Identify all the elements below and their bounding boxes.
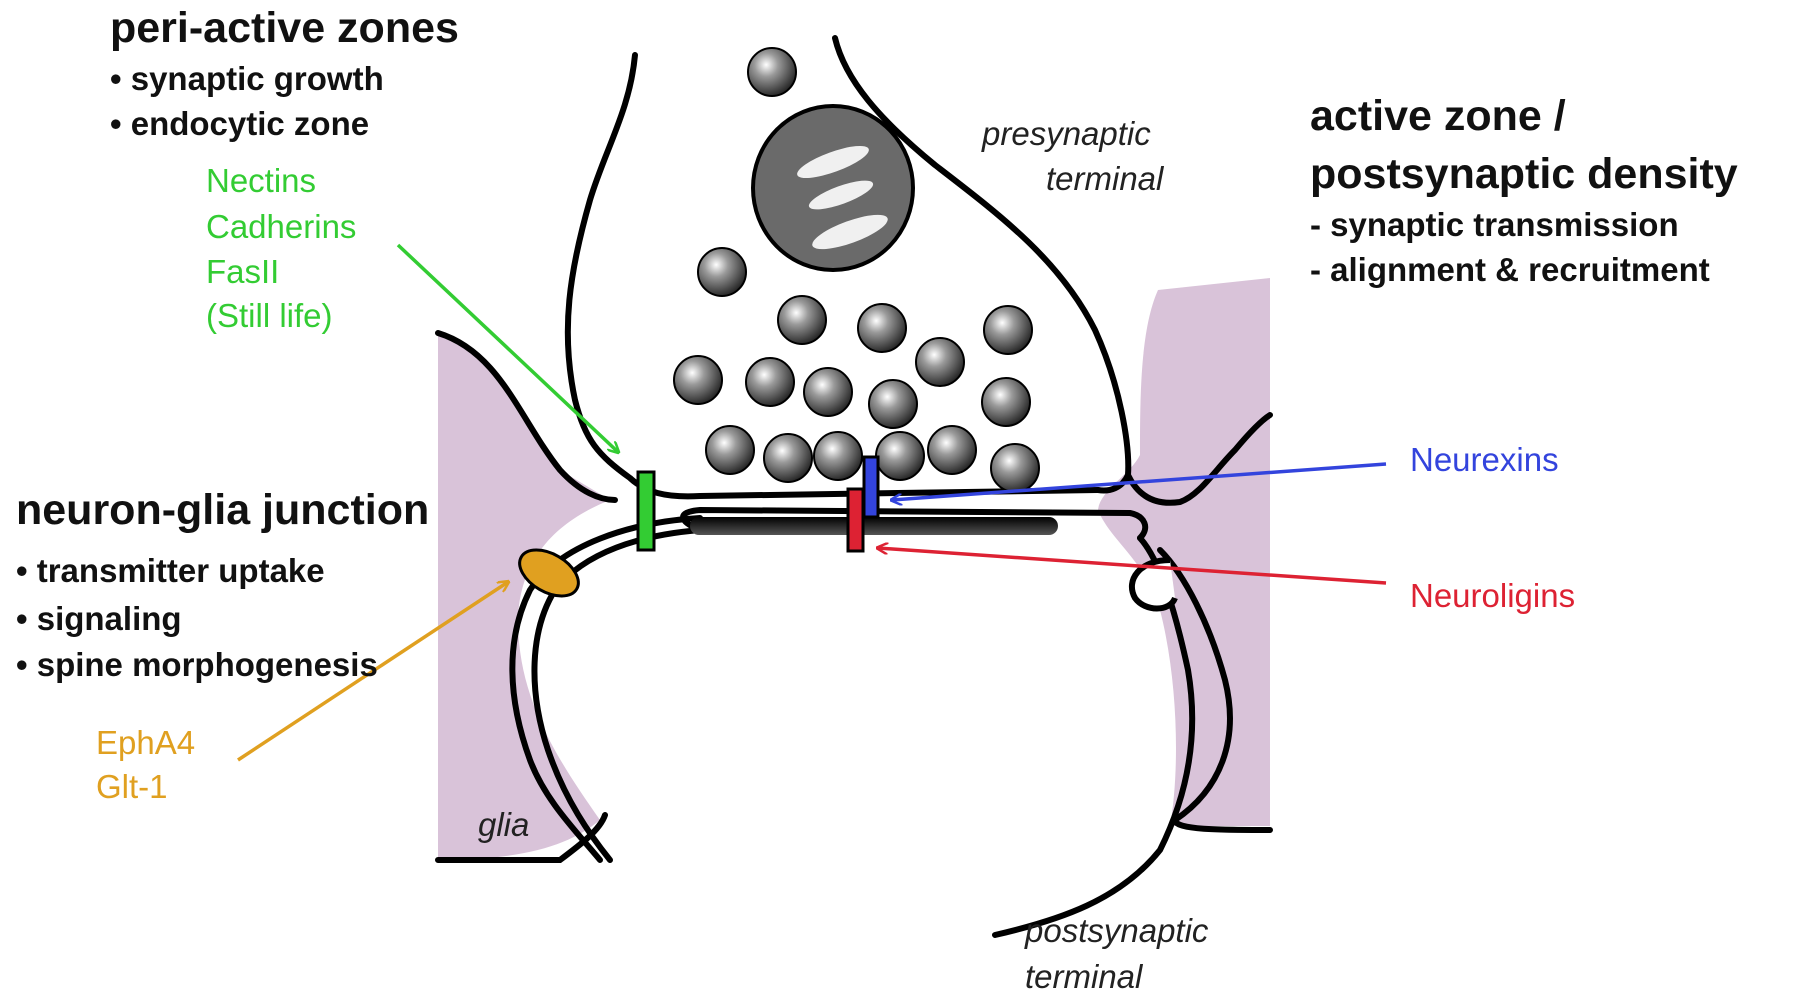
- vesicle: [814, 432, 862, 480]
- neuron-glia-title: neuron-glia junction: [16, 486, 429, 534]
- vesicle: [674, 356, 722, 404]
- orange-label: Glt-1: [96, 768, 168, 805]
- periactive-item: • synaptic growth: [110, 60, 384, 97]
- active-zone-title: postsynaptic density: [1310, 150, 1738, 198]
- presynaptic-label: terminal: [1046, 160, 1165, 197]
- vesicle: [698, 248, 746, 296]
- green-label: Cadherins: [206, 208, 356, 245]
- green-label: FasII: [206, 253, 279, 290]
- vesicle: [804, 368, 852, 416]
- active-zone-item: - synaptic transmission: [1310, 206, 1679, 243]
- periactive-title: peri-active zones: [110, 4, 459, 52]
- neuron-glia-item: • transmitter uptake: [16, 552, 325, 589]
- orange-label: EphA4: [96, 724, 195, 761]
- vesicle: [869, 380, 917, 428]
- green-label: Nectins: [206, 162, 316, 199]
- neuron-glia-item: • spine morphogenesis: [16, 646, 378, 683]
- vesicle: [746, 358, 794, 406]
- postsynaptic-label: postsynaptic: [1024, 912, 1209, 949]
- mitochondrion: [753, 106, 913, 270]
- postsynaptic-density: [690, 517, 1058, 535]
- postsynaptic-label: terminal: [1025, 958, 1144, 993]
- vesicle: [748, 48, 796, 96]
- vesicle: [876, 432, 924, 480]
- active-zone-title: active zone /: [1310, 92, 1566, 140]
- green-label: (Still life): [206, 297, 333, 334]
- glia-right: [1098, 278, 1270, 826]
- active-zone-item: - alignment & recruitment: [1310, 251, 1710, 288]
- neurexins-label: Neurexins: [1410, 441, 1559, 478]
- vesicle: [982, 378, 1030, 426]
- green-adhesion-molecule: [638, 472, 654, 550]
- glia-label: glia: [478, 806, 529, 843]
- vesicle: [928, 426, 976, 474]
- vesicle: [984, 306, 1032, 354]
- vesicle: [858, 304, 906, 352]
- periactive-item: • endocytic zone: [110, 105, 369, 142]
- neuroligin-molecule: [848, 489, 863, 551]
- vesicle: [778, 296, 826, 344]
- neurexin-molecule: [864, 457, 878, 517]
- neuroligins-label: Neuroligins: [1410, 577, 1575, 614]
- vesicle: [706, 426, 754, 474]
- presynaptic-label: presynaptic: [981, 115, 1151, 152]
- vesicle: [764, 434, 812, 482]
- neuron-glia-item: • signaling: [16, 600, 182, 637]
- vesicle: [916, 338, 964, 386]
- vesicle: [991, 444, 1039, 492]
